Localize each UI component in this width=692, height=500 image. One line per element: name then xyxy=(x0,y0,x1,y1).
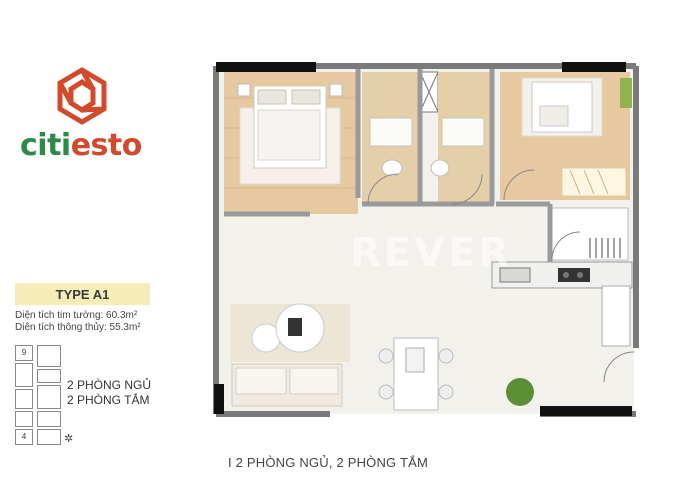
decor-frame xyxy=(288,318,302,336)
bathroom-2-toilet xyxy=(430,159,450,177)
living-plant xyxy=(506,378,534,406)
keyplan-block xyxy=(15,411,33,427)
brand-part2: esto xyxy=(70,128,143,163)
bathroom-1-toilet xyxy=(381,159,403,177)
legend-bedrooms: 2 PHÒNG NGỦ xyxy=(67,378,152,392)
logo-mark-icon xyxy=(57,67,107,125)
legend-bathrooms: 2 PHÒNG TẮM xyxy=(67,393,150,407)
floor-plan: REVER xyxy=(213,62,639,417)
watermark: REVER xyxy=(350,230,512,276)
keyplan-floor-bottom: 4 xyxy=(15,429,33,445)
keyplan-floor-top: 9 xyxy=(15,345,33,361)
cooktop xyxy=(558,268,590,282)
unit-type-band: TYPE A1 xyxy=(15,283,150,305)
keyplan-block xyxy=(37,385,61,409)
plan-caption: I 2 PHÒNG NGỦ, 2 PHÒNG TẮM xyxy=(228,455,428,470)
room-legend: 2 PHÒNG NGỦ 2 PHÒNG TẮM xyxy=(67,378,151,408)
area-info: Diện tích tim tường: 60.3m² Diện tích th… xyxy=(15,310,165,334)
keyplan-block xyxy=(37,429,61,445)
keyplan-block xyxy=(15,389,33,409)
keyplan-block xyxy=(37,369,61,383)
bathroom-2-vanity xyxy=(441,117,485,147)
keyplan-block xyxy=(37,411,61,427)
keyplan-block xyxy=(15,363,33,387)
brand-part1: citi xyxy=(20,128,71,163)
brand-wordmark: citiesto xyxy=(20,128,142,163)
floor-keyplan: 9 4 xyxy=(15,345,65,445)
area-wall: Diện tích tim tường: 60.3m² xyxy=(15,310,138,321)
fridge xyxy=(601,285,631,347)
keyplan-block xyxy=(37,345,61,367)
area-clear: Diện tích thông thủy: 55.3m² xyxy=(15,322,141,333)
bedroom-2-plant xyxy=(620,78,632,108)
bathroom-1-vanity xyxy=(369,117,413,147)
bedroom-2-wardrobe xyxy=(561,167,627,197)
window-bottom-right xyxy=(540,406,632,416)
window-top-left xyxy=(216,62,316,72)
unit-type-label: TYPE A1 xyxy=(55,286,110,302)
storage-closet xyxy=(549,207,629,261)
window-top-right xyxy=(562,62,626,72)
window-bottom-left xyxy=(214,384,224,414)
brand-logo: citiesto xyxy=(20,60,150,170)
compass-icon: ✲ xyxy=(64,433,74,445)
